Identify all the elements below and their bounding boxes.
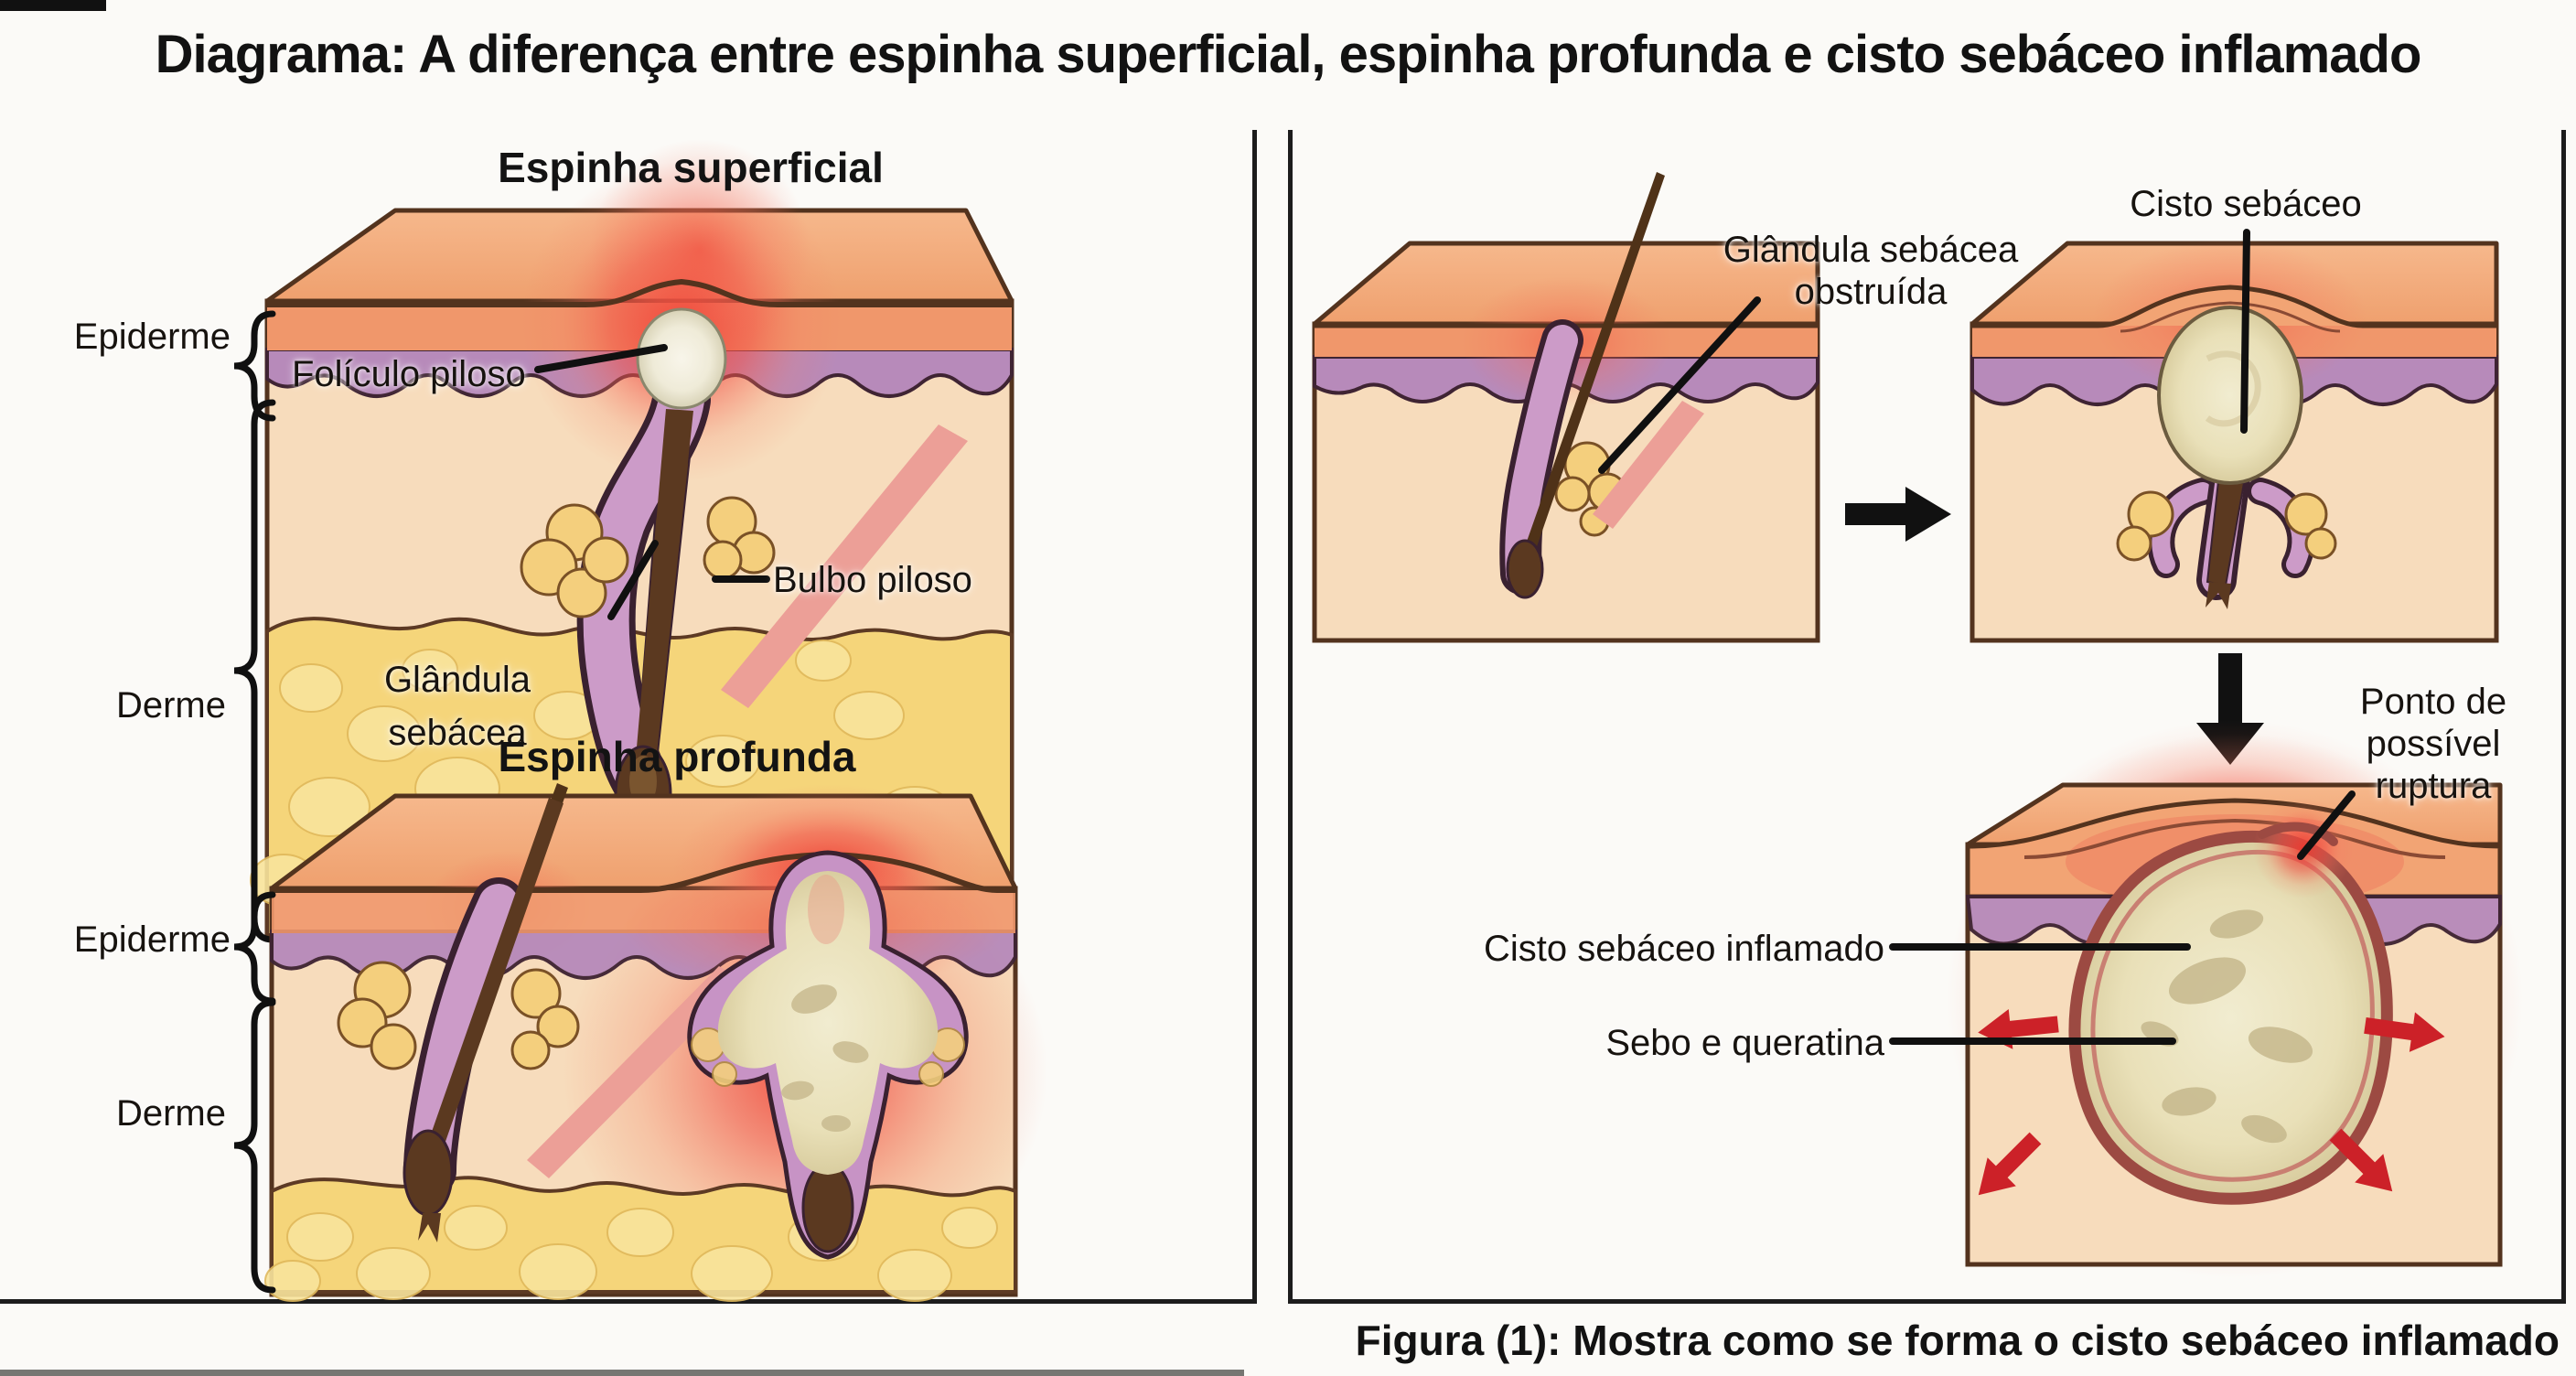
scan-artifact-top-left [0, 0, 106, 11]
hair-bulb [402, 1129, 454, 1217]
arrow-right-red-icon [2364, 1012, 2445, 1052]
label-derme-1: Derme [115, 685, 226, 726]
inflamed-cyst-wall [2068, 830, 2393, 1205]
label-bulbo-piloso: Bulbo piloso [773, 560, 972, 600]
label-ponto-ruptura: Ponto de possível ruptura [2359, 682, 2507, 806]
sebaceous-gland [520, 496, 776, 618]
label-epiderme-2: Epiderme [73, 919, 231, 960]
label-cisto-inflamado: Cisto sebáceo inflamado [1483, 929, 1884, 969]
leader-lines-cisto [1889, 790, 2356, 1045]
leader-lines-superficial [534, 344, 770, 620]
hair-bulb [801, 1162, 854, 1253]
panel-formacao-cisto: Glândula sebácea obstruída Cisto sebáceo… [1288, 130, 2566, 1304]
sebaceous-gland [337, 961, 580, 1070]
page-title: Diagrama: A diferença entre espinha supe… [155, 25, 2422, 84]
diagram-title-espinha-profunda: Espinha profunda [498, 733, 856, 780]
espinhas-illustration [233, 139, 1047, 1302]
arrow-down-right-red-icon [2329, 1128, 2393, 1192]
label-foliculo-piloso: Folículo piloso [292, 354, 526, 394]
braces-profunda [233, 891, 276, 1294]
epiderme-brace [233, 310, 276, 422]
arrow-right-icon [1845, 487, 1951, 542]
pus-marbling [781, 984, 869, 1132]
scan-artifact-bottom [0, 1370, 1244, 1376]
leader-glandula-obstruida [1598, 296, 1761, 474]
hair-bulb [1506, 539, 1544, 599]
label-derme-2: Derme [115, 1093, 226, 1134]
diagram-title-espinha-superficial: Espinha superficial [498, 144, 884, 191]
skin-block-cisto-sebaceo [1970, 240, 2499, 643]
panel-espinhas: Espinha superficial Epiderme Folículo pi… [0, 130, 1257, 1304]
label-glandula-sebacea: Glândula sebácea [383, 660, 531, 753]
skin-block-cisto-inflamado [1947, 720, 2523, 1278]
pus-head [636, 307, 727, 410]
cyst [2157, 306, 2303, 485]
spreading-arrows [1978, 1008, 2445, 1196]
label-cisto-sebaceo: Cisto sebáceo [2130, 184, 2362, 224]
label-sebo-queratina: Sebo e queratina [1605, 1023, 1884, 1063]
epiderme-brace [233, 891, 276, 1005]
figure-caption: Figura (1): Mostra como se forma o cisto… [1355, 1317, 2560, 1364]
label-epiderme-1: Epiderme [73, 317, 231, 357]
arrector-pili-muscle [1593, 401, 1704, 529]
cisto-illustration [1312, 172, 2523, 1278]
arrow-down-left-red-icon [1978, 1132, 2042, 1196]
derme-brace [233, 999, 276, 1294]
leader-cisto-sebaceo [2240, 229, 2250, 434]
label-glandula-obstruida: Glândula sebácea obstruída [1723, 230, 2019, 312]
skin-block-glandula-obstruida [1312, 172, 1820, 643]
sebaceous-gland [2116, 490, 2337, 562]
long-hair [1522, 172, 1665, 560]
arrector-pili-muscle [721, 425, 968, 708]
skin-block-espinha-profunda [264, 783, 1047, 1302]
